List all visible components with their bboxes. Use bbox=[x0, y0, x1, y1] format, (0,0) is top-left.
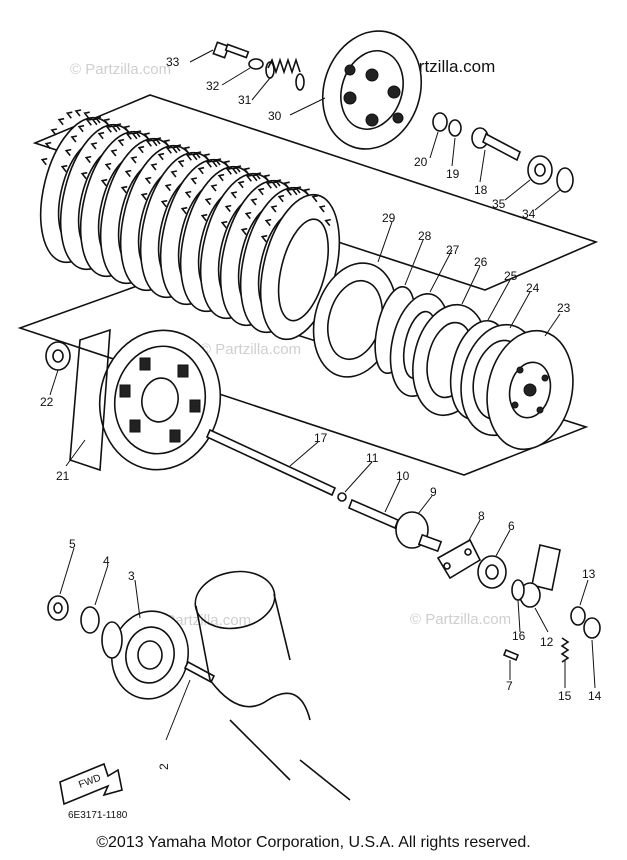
clutch-housing bbox=[69, 328, 222, 472]
callout-leaders bbox=[49, 49, 596, 741]
callout-11: 11 bbox=[366, 451, 379, 465]
cam-6 bbox=[477, 555, 507, 589]
nut-part-20 bbox=[432, 112, 448, 132]
callout-30: 30 bbox=[268, 109, 282, 123]
callout-8: 8 bbox=[478, 509, 485, 523]
primary-drive-gear-3 bbox=[101, 610, 189, 700]
thrust-plate-22 bbox=[45, 341, 71, 371]
callout-33: 33 bbox=[166, 55, 180, 69]
callout-7: 7 bbox=[506, 679, 513, 693]
callout-35: 35 bbox=[492, 197, 506, 211]
callout-26: 26 bbox=[474, 255, 488, 269]
watermark-right: © Partzilla.com bbox=[410, 611, 511, 628]
lever-12 bbox=[519, 544, 561, 608]
callout-18: 18 bbox=[474, 183, 488, 197]
callout-22: 22 bbox=[40, 395, 54, 409]
watermark-middle: © Partzilla.com bbox=[200, 341, 301, 358]
watermark-top: © Partzilla.com bbox=[70, 61, 171, 78]
callout-9: 9 bbox=[430, 485, 437, 499]
callout-4: 4 bbox=[103, 554, 110, 568]
callout-numbers: 2 3 4 5 6 7 8 9 10 11 12 13 14 15 16 17 … bbox=[40, 55, 602, 770]
callout-13: 13 bbox=[582, 567, 596, 581]
callout-17: 17 bbox=[314, 431, 328, 445]
clutch-spring-bolt bbox=[212, 41, 250, 59]
clutch-housing-frame bbox=[17, 284, 589, 476]
callout-23: 23 bbox=[557, 301, 571, 315]
push-rod-part-18 bbox=[471, 127, 521, 162]
callout-27: 27 bbox=[446, 243, 460, 257]
plate-8 bbox=[436, 538, 482, 580]
callout-3: 3 bbox=[128, 569, 135, 583]
nut-14 bbox=[583, 617, 601, 639]
clutch-spring-washer bbox=[248, 58, 264, 70]
callout-24: 24 bbox=[526, 281, 540, 295]
callout-29: 29 bbox=[382, 211, 396, 225]
callout-25: 25 bbox=[504, 269, 518, 283]
callout-6: 6 bbox=[508, 519, 515, 533]
spring-15 bbox=[560, 637, 570, 663]
callout-16: 16 bbox=[512, 629, 526, 643]
callout-19: 19 bbox=[446, 167, 460, 181]
bearing-part-35 bbox=[527, 155, 553, 185]
callout-31: 31 bbox=[238, 93, 252, 107]
washer-16 bbox=[511, 579, 525, 601]
crankshaft-outline bbox=[194, 570, 351, 801]
callout-14: 14 bbox=[588, 689, 602, 703]
drive-gear-9 bbox=[395, 511, 443, 553]
push-rod-10 bbox=[347, 498, 400, 530]
copyright-notice: ©2013 Yamaha Motor Corporation, U.S.A. A… bbox=[96, 834, 531, 851]
callout-5: 5 bbox=[69, 537, 76, 551]
washer-part-19 bbox=[448, 119, 462, 137]
ball-11 bbox=[337, 492, 347, 502]
clutch-spring bbox=[265, 57, 305, 91]
callout-28: 28 bbox=[418, 229, 432, 243]
diagram-code: 6E3171-1180 bbox=[68, 810, 128, 821]
callout-21: 21 bbox=[56, 469, 70, 483]
washer-13 bbox=[570, 606, 586, 626]
callout-20: 20 bbox=[414, 155, 428, 169]
clutch-plate-stack bbox=[39, 109, 341, 341]
callout-12: 12 bbox=[540, 635, 554, 649]
brand-logo-text: Partzilla.com bbox=[398, 57, 495, 76]
callout-2: 2 bbox=[157, 763, 171, 770]
pin-7 bbox=[502, 648, 520, 662]
push-rod-17 bbox=[205, 428, 337, 497]
front-direction-arrow: FWD bbox=[59, 762, 123, 806]
pressure-plate bbox=[321, 30, 423, 150]
callout-10: 10 bbox=[396, 469, 410, 483]
callout-34: 34 bbox=[522, 207, 536, 221]
callout-15: 15 bbox=[558, 689, 572, 703]
nut-5 bbox=[47, 595, 69, 621]
clutch-boss-23 bbox=[486, 329, 574, 451]
washer-part-34 bbox=[556, 167, 574, 193]
callout-32: 32 bbox=[206, 79, 220, 93]
washer-4 bbox=[80, 606, 100, 634]
